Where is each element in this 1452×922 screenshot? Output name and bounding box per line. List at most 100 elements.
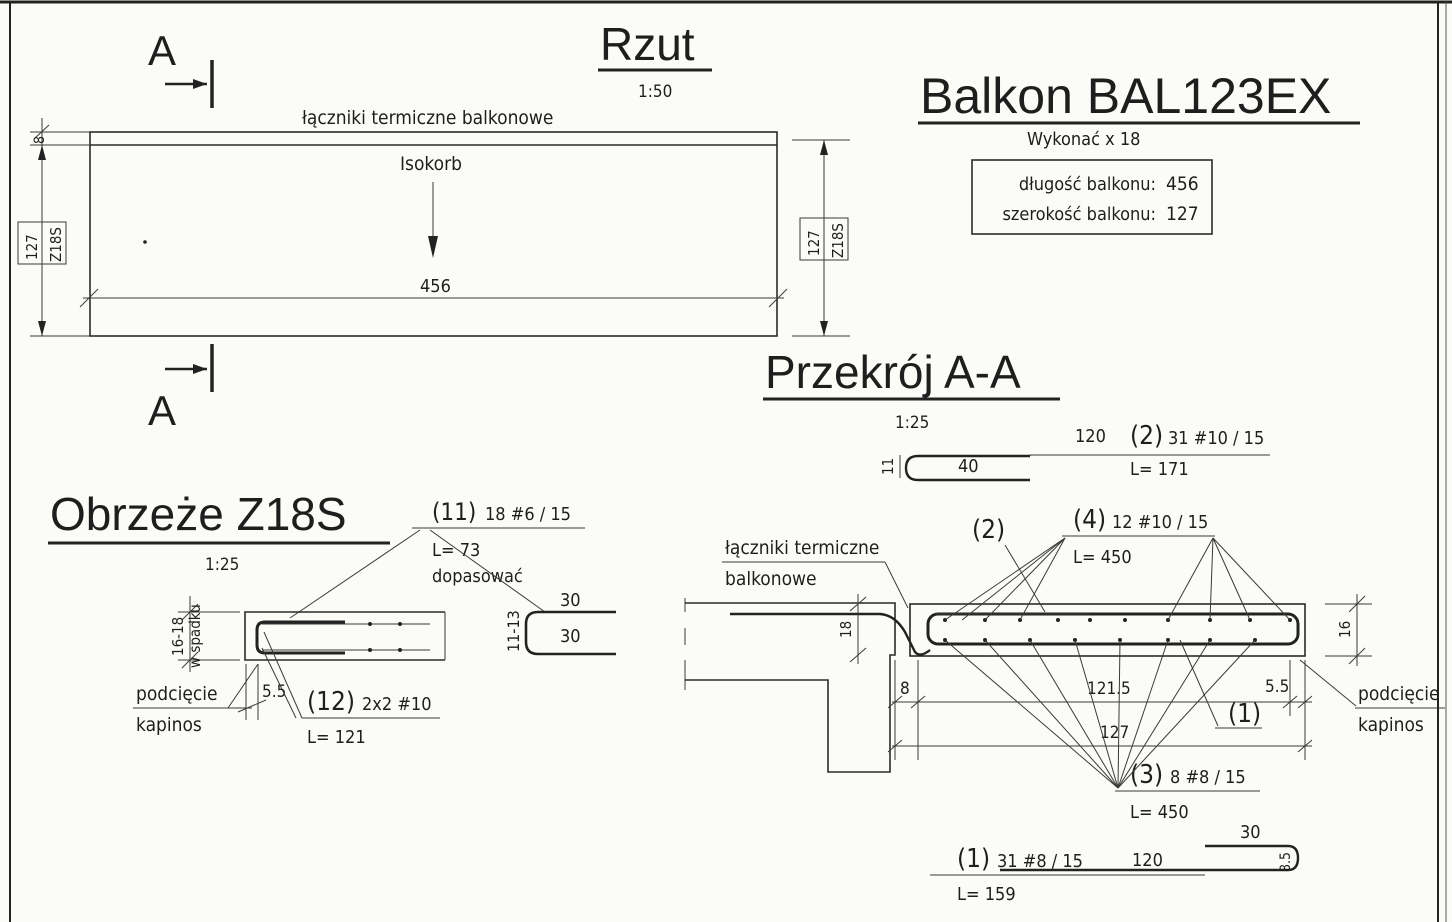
edge-rebar-dot-2 [398, 622, 402, 626]
edge-slab-outline [244, 611, 445, 661]
section-bar1-shape-len: 120 [1132, 850, 1163, 871]
plan-scale: 1:50 [638, 82, 672, 102]
edge-dim-55: 5.5 [262, 682, 286, 702]
leader [1212, 537, 1251, 621]
section-connectors-label-1: łączniki termiczne [725, 537, 879, 559]
leader [961, 537, 1066, 621]
balcony-length-value: 456 [1166, 173, 1199, 195]
leader [1117, 639, 1211, 789]
edge-slope-tick-bottom [181, 651, 199, 669]
section-dim16-tick-top [1348, 595, 1366, 613]
section-bar1-shape-side: 8.5 [1278, 852, 1294, 872]
edge-bar11-shape-inner: 30 [560, 626, 581, 647]
edge-drip-label-2: kapinos [136, 714, 202, 736]
section-bar2-mark: (2) [1130, 421, 1163, 451]
edge-bar12-leader-2 [261, 647, 297, 719]
section-dim18-tick-top [849, 596, 867, 612]
section-mark-top: A [148, 27, 176, 74]
section-bar1-length: L= 159 [957, 884, 1016, 905]
plan-dot [143, 240, 147, 244]
leader [1167, 537, 1214, 621]
section-bar1-mark: (1) [957, 844, 990, 874]
section-title: Przekrój A-A [765, 346, 1021, 398]
section-mark-bottom: A [148, 387, 176, 434]
rebar-dot [1088, 618, 1092, 622]
section-bar2-shape-len: 120 [1075, 426, 1106, 447]
plan-right-dim-bottom: Z18S [829, 223, 847, 258]
section-bar2-in-slab [730, 612, 931, 656]
edge-55-tick [237, 699, 267, 713]
section-bar3-mark: (3) [1130, 760, 1163, 790]
section-aa: Przekrój A-A 1:25 11 40 120 (2) 31 #10 /… [684, 346, 1445, 905]
edge-bar11-note: dopasować [432, 566, 523, 587]
plan-title: Rzut [600, 18, 695, 70]
edge-bar11-mark: (11) [432, 498, 476, 526]
plan-left-arrow-bottom [38, 321, 46, 336]
edge-bar11-leader-1 [289, 529, 421, 619]
edge-bar11-shape-top: 30 [560, 590, 581, 611]
section-scale: 1:25 [895, 413, 929, 433]
edge-detail: Obrzeże Z18S 1:25 (11) 18 #6 / 15 L= 73 … [48, 488, 616, 748]
leader [1019, 537, 1066, 621]
section-bar2-shape-side: 11 [879, 458, 897, 475]
section-bar1-spec: 31 #8 / 15 [997, 851, 1083, 872]
section-bar2-shape [904, 454, 1030, 482]
section-bar3-spec: 8 #8 / 15 [1170, 767, 1246, 788]
section-wall-outline [685, 602, 896, 773]
leader [1209, 537, 1214, 621]
section-dim-127-tick-2 [1297, 739, 1313, 753]
edge-bar11-length: L= 73 [432, 540, 480, 561]
section-bar2-length: L= 171 [1130, 459, 1189, 480]
section-callout-1: (1) [1228, 699, 1261, 729]
section-dim-1215-tick-1 [887, 695, 903, 709]
plan-right-arrow-top [820, 140, 828, 155]
edge-bar12-leader-1 [263, 631, 303, 719]
section-bar1-shape [1000, 844, 1300, 872]
edge-bar12-mark: (12) [307, 687, 355, 717]
edge-bar11-leader-2 [429, 529, 546, 613]
plan-slab-outline [89, 131, 778, 337]
section-drip-leader [1299, 659, 1357, 707]
plan-connectors-label: łączniki termiczne balkonowe [302, 107, 553, 129]
section-bar3-leaders [944, 639, 1256, 789]
section-connectors-leader [884, 561, 909, 609]
rebar-dot [1123, 618, 1127, 622]
edge-slope-tick-top [181, 603, 199, 621]
section-arrow-bottom-head [193, 364, 207, 374]
section-bar2-spec: 31 #10 / 15 [1168, 428, 1264, 449]
edge-slope-note: w spadku [186, 604, 204, 668]
edge-slope-dim: 16-18 [169, 617, 187, 656]
section-dim-18: 18 [837, 621, 855, 638]
plan-left-arrow-top [38, 145, 46, 160]
plan-view: Rzut 1:50 A A łączniki termiczne balkono… [17, 18, 850, 434]
balcony-width-label: szerokość balkonu: [1002, 204, 1156, 225]
leader [1117, 639, 1169, 789]
section-dim16-tick-bottom [1348, 647, 1366, 665]
balcony-info: Balkon BAL123EX Wykonać x 18 długość bal… [918, 68, 1360, 235]
section-arrow-top-head [193, 79, 207, 89]
section-connectors-label-2: balkonowe [725, 568, 817, 590]
edge-rebar-dot-1 [368, 622, 372, 626]
section-callout-1-leader [1179, 639, 1219, 727]
section-drip-label-1: podcięcie [1358, 683, 1440, 705]
plan-length-dim: 456 [420, 276, 451, 297]
edge-rebar-dot-4 [398, 648, 402, 652]
plan-left-dim-top: 127 [23, 234, 41, 260]
section-bar1-shape-top: 30 [1240, 822, 1261, 843]
section-dim-1215-tick-2 [910, 695, 926, 709]
section-dim-127-tick-1 [887, 739, 903, 753]
plan-top-dim: 8 [32, 136, 48, 144]
section-bar4-leaders [944, 537, 1291, 621]
edge-bar11-shape-side: 11-13 [504, 610, 523, 652]
section-dim-1215-tick-3 [1282, 695, 1298, 709]
edge-bar11-spec: 18 #6 / 15 [485, 504, 571, 525]
leader [944, 639, 1119, 789]
leader [984, 639, 1119, 789]
plan-right-arrow-bottom [820, 321, 828, 336]
plan-dim-tick-left [79, 288, 99, 308]
section-dim-55: 5.5 [1265, 677, 1289, 697]
balcony-width-value: 127 [1166, 203, 1199, 225]
edge-rebar-cage [255, 620, 345, 655]
section-dim-1215: 121.5 [1087, 679, 1131, 699]
